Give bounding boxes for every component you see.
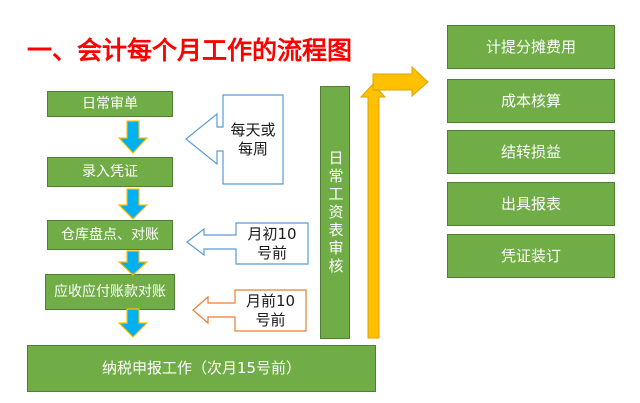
payroll-review-label: 日常工资表审核 <box>326 149 345 276</box>
note-line: 每天或 <box>230 121 276 139</box>
right-step-label: 计提分摊费用 <box>485 37 576 56</box>
tax-filing-label: 纳税申报工作（次月15号前） <box>101 359 302 377</box>
right-step-issue-reports[interactable]: 出具报表 <box>447 182 615 226</box>
right-step-cost-accounting[interactable]: 成本核算 <box>447 79 615 123</box>
note-line: 月前10 <box>245 291 296 310</box>
right-step-accrue-expenses[interactable]: 计提分摊费用 <box>447 25 615 69</box>
note-line: 号前 <box>255 310 286 329</box>
step-daily-review[interactable]: 日常审单 <box>47 91 173 117</box>
payroll-review-box[interactable]: 日常工资表审核 <box>320 86 350 339</box>
step-label: 录入凭证 <box>82 163 138 180</box>
down-arrow-icon <box>117 120 149 154</box>
note-line: 每周 <box>237 140 268 158</box>
note-line: 号前 <box>256 243 287 262</box>
left-arrow-callout-icon <box>186 222 309 265</box>
down-arrow-icon <box>117 188 149 220</box>
note-daily-weekly: 每天或 每周 <box>223 95 283 185</box>
right-step-label: 结转损益 <box>500 142 561 161</box>
step-ar-ap-reconcile[interactable]: 应收应付账款对账 <box>45 274 175 310</box>
page-title: 一、会计每个月工作的流程图 <box>27 36 353 65</box>
note-before-month: 月前10 号前 <box>235 290 306 331</box>
left-arrow-callout-icon <box>185 94 284 185</box>
right-step-bind-vouchers[interactable]: 凭证装订 <box>447 234 615 278</box>
step-inventory-reconcile[interactable]: 仓库盘点、对账 <box>47 220 173 250</box>
note-line: 月初10 <box>247 224 297 243</box>
right-step-carry-forward[interactable]: 结转损益 <box>447 130 615 174</box>
right-step-label: 出具报表 <box>500 194 561 213</box>
right-step-label: 凭证装订 <box>500 246 561 265</box>
right-step-label: 成本核算 <box>500 91 561 110</box>
down-arrow-icon <box>117 308 149 338</box>
step-label: 日常审单 <box>82 95 138 112</box>
down-arrow-icon <box>117 250 149 276</box>
step-label: 应收应付账款对账 <box>54 283 166 300</box>
left-arrow-callout-icon <box>192 289 307 332</box>
bent-arrow-icon <box>359 65 429 339</box>
step-enter-voucher[interactable]: 录入凭证 <box>47 157 173 187</box>
note-early-month: 月初10 号前 <box>236 223 308 264</box>
tax-filing-bar[interactable]: 纳税申报工作（次月15号前） <box>27 345 376 392</box>
step-label: 仓库盘点、对账 <box>61 226 159 243</box>
